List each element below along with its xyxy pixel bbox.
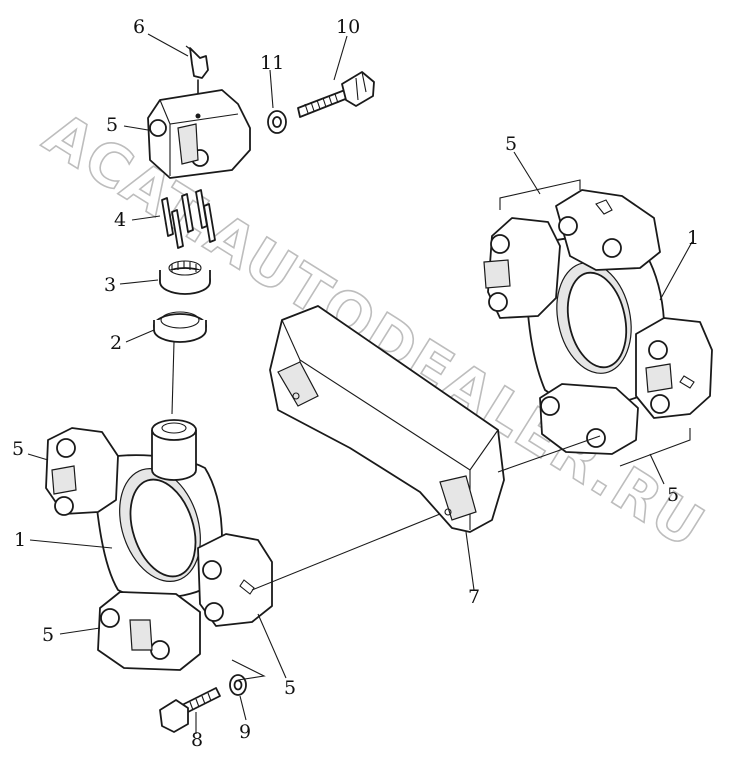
callout-10: 10 — [336, 16, 360, 38]
needle-bearing-3 — [159, 260, 211, 295]
callout-5-bottom-cap: 5 — [42, 624, 54, 646]
callout-5-right-top: 5 — [505, 133, 517, 155]
callout-5-right-cap: 5 — [284, 677, 296, 699]
callout-11: 11 — [260, 52, 284, 74]
callout-6: 6 — [133, 16, 145, 38]
yoke-plate-7 — [269, 305, 505, 533]
callout-9: 9 — [239, 721, 251, 743]
callout-1-left-spider: 1 — [14, 529, 26, 551]
washer-9 — [229, 674, 247, 696]
needle-rollers-4 — [161, 189, 216, 249]
callout-2: 2 — [110, 332, 122, 354]
callout-5-right-bottom: 5 — [667, 484, 679, 506]
spider-right — [483, 189, 713, 455]
callout-1-right-spider: 1 — [687, 227, 699, 249]
callout-3: 3 — [104, 274, 116, 296]
seal-ring-2 — [153, 311, 207, 343]
callout-8: 8 — [191, 729, 203, 751]
callout-4: 4 — [114, 209, 126, 231]
spider-left — [45, 419, 273, 671]
callout-5-left-cap: 5 — [12, 438, 24, 460]
bolt-10 — [297, 71, 375, 118]
bolt-8 — [159, 687, 221, 733]
washer-11 — [267, 110, 287, 134]
callout-7: 7 — [468, 586, 480, 608]
callout-5-top-cap: 5 — [106, 114, 118, 136]
bearing-cap-top — [147, 89, 251, 179]
callout-numbers: 6 10 11 5 4 3 2 5 1 5 5 8 9 7 5 1 5 — [12, 16, 699, 751]
leader-lines — [27, 33, 693, 734]
